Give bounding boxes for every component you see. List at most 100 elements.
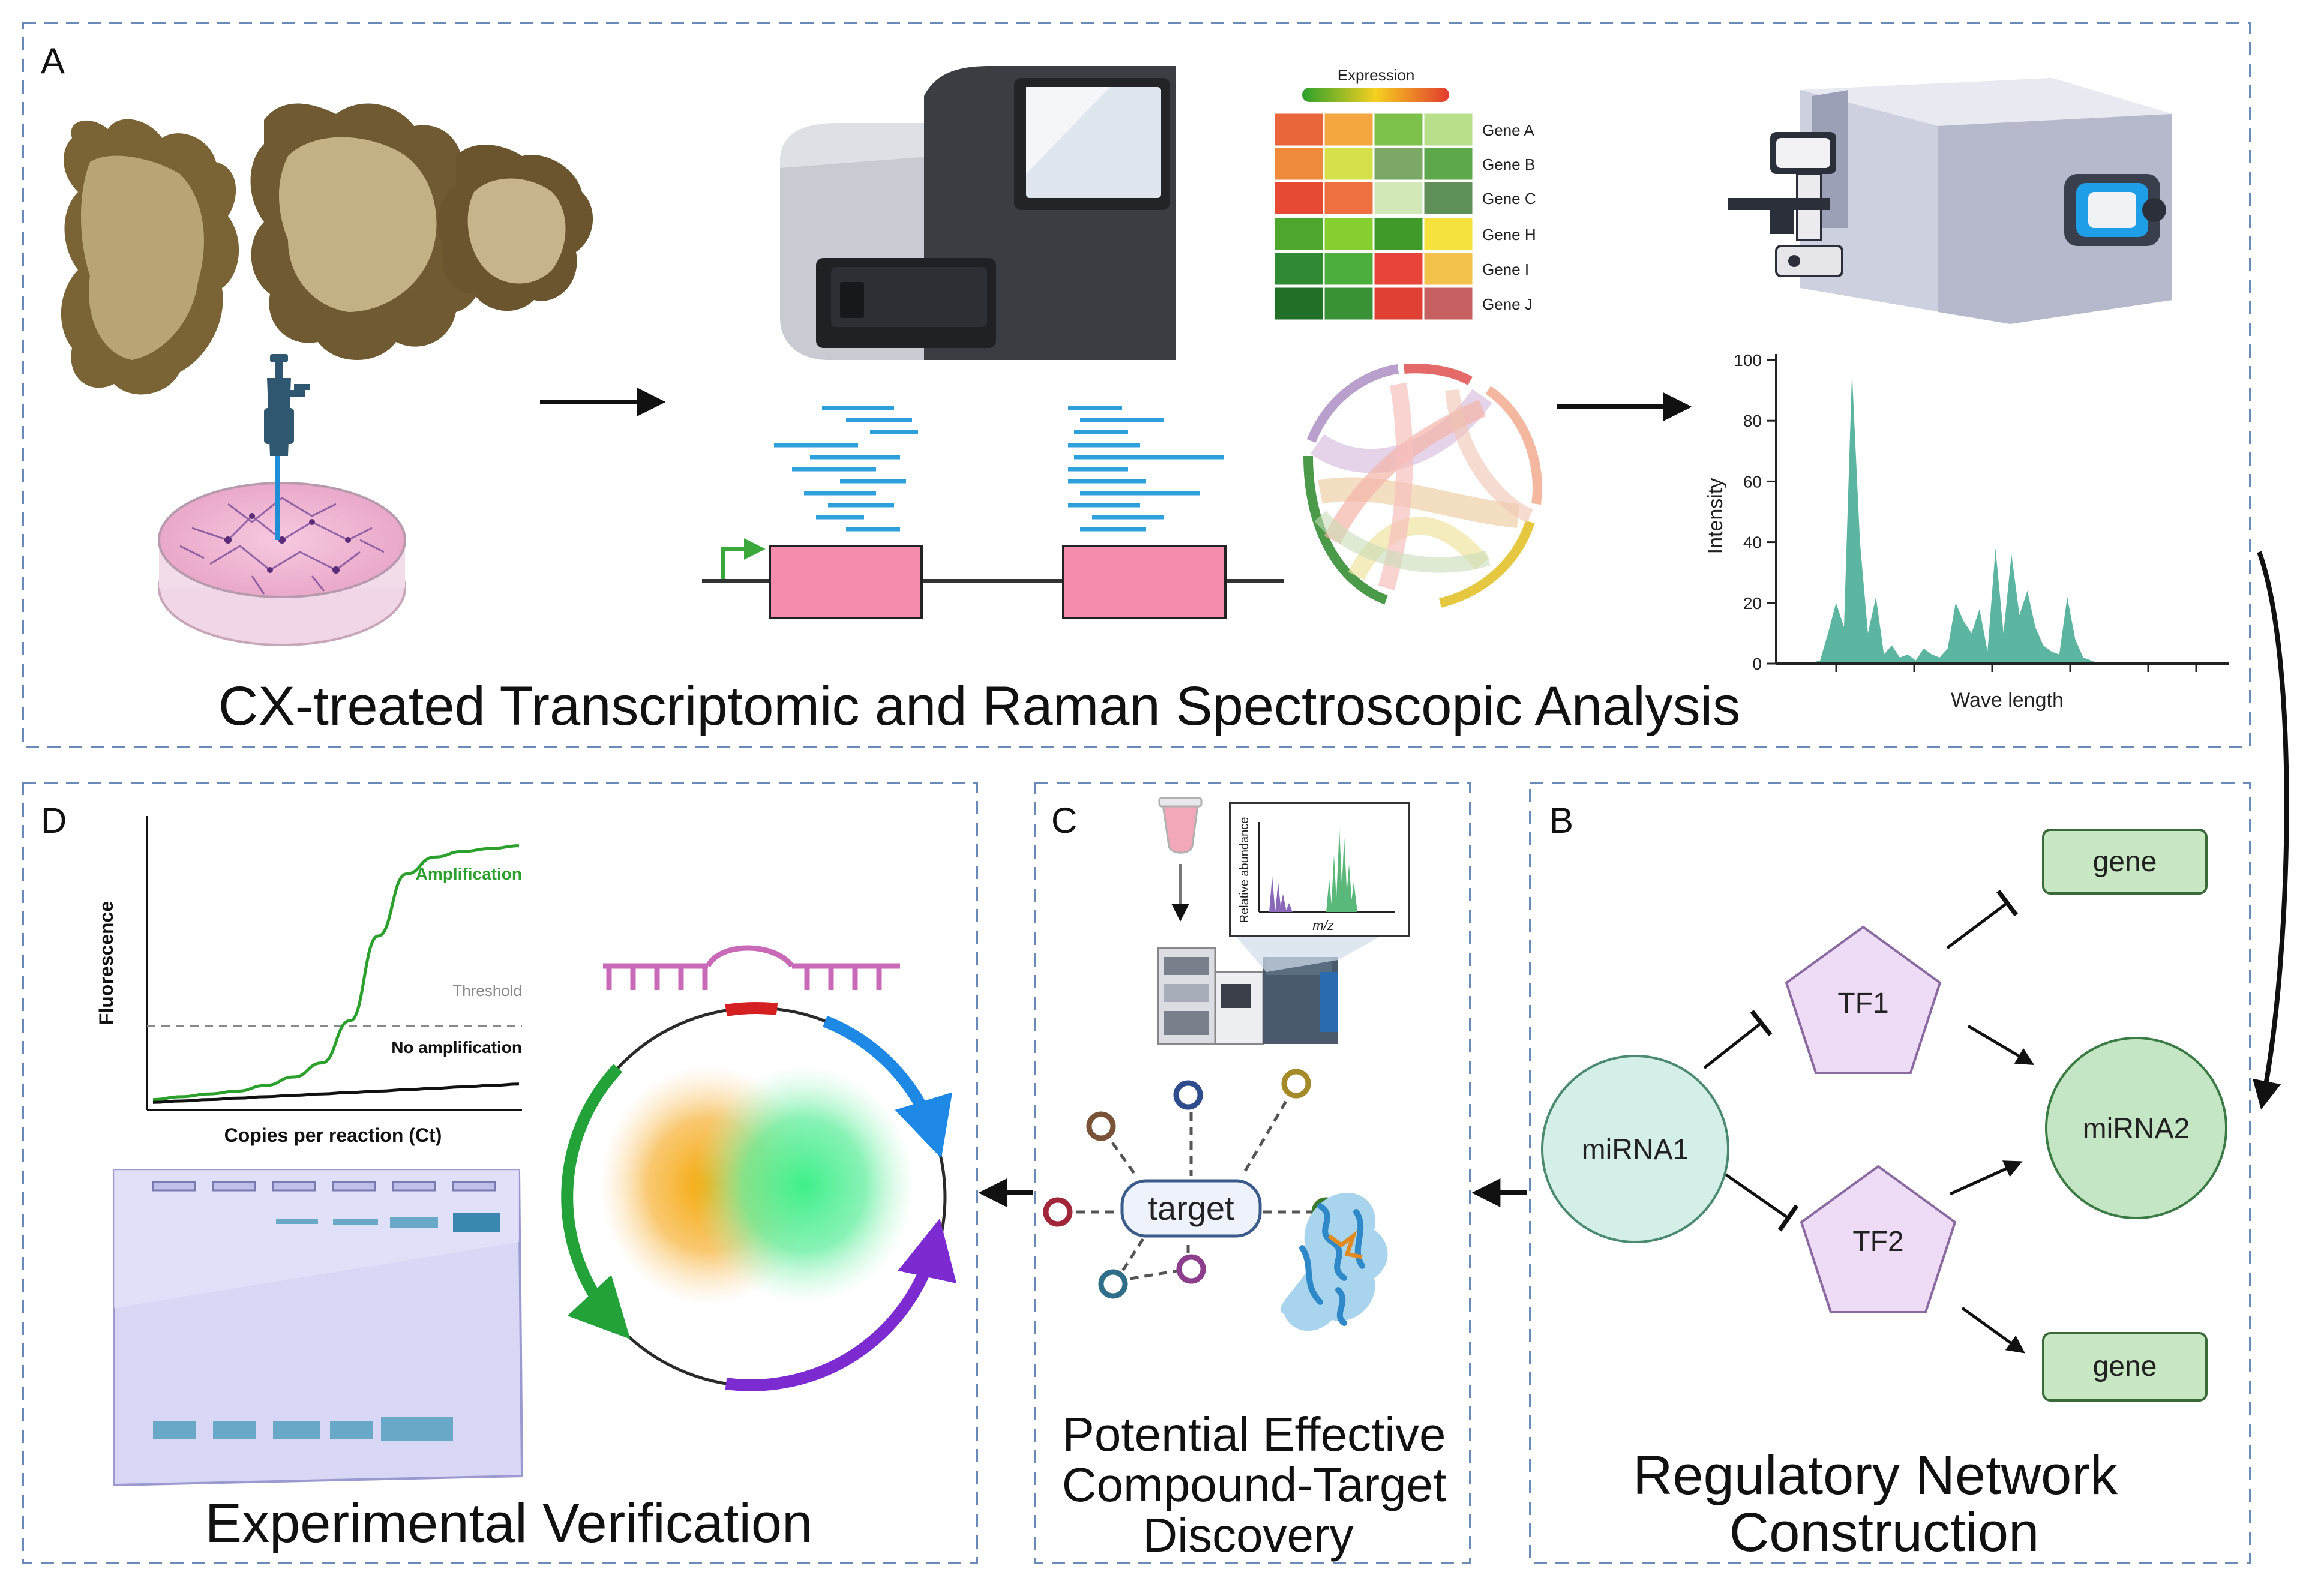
heatmap-cell [1422, 180, 1474, 216]
raman-y-tick-label: 60 [1743, 472, 1762, 491]
tf2-node [1800, 1165, 1957, 1313]
raman-x-ticks [1835, 664, 2197, 672]
sequencing-reads-group-1 [774, 406, 918, 532]
tf2-label: TF2 [1852, 1226, 1903, 1258]
heatmap-gene-label: Gene C [1482, 190, 1536, 208]
qpcr-x-label: Copies per reaction (Ct) [224, 1124, 442, 1146]
heatmap-cell [1323, 180, 1375, 216]
panel-d-border [22, 782, 978, 1564]
plasmid-green-segment [561, 1064, 631, 1339]
compound-node-olive [1281, 1069, 1311, 1099]
raman-x-label: Wave length [1951, 689, 2064, 712]
heatmap-cell [1372, 251, 1425, 287]
gene-top-label: gene [2093, 846, 2157, 878]
raman-y-tick-label: 100 [1734, 351, 1762, 370]
plasmid-purple-segment [725, 1218, 957, 1391]
heatmap-legend-bar [1302, 88, 1449, 102]
heatmap-cell [1323, 286, 1375, 322]
gene-node-bottom [2042, 1332, 2208, 1402]
edge-tf2-mirna2 [1949, 1160, 2023, 1196]
compound-target-network: target [1043, 1069, 1341, 1299]
heatmap-cell [1422, 216, 1474, 252]
heatmap-cell [1323, 112, 1375, 148]
protein-structure-image [1280, 1193, 1388, 1331]
panel-b-title-line1: Regulatory Network [1633, 1445, 2118, 1506]
sequencer-machine-image [780, 66, 1176, 360]
flow-arrow-a-to-b [2252, 551, 2289, 1110]
gene-node-top [2042, 829, 2208, 895]
panel-a-title: CX-treated Transcriptomic and Raman Spec… [218, 676, 1740, 737]
heatmap-cell [1273, 180, 1325, 216]
heatmap-cell [1422, 286, 1474, 322]
primer-plasmid-image [561, 945, 957, 1391]
heatmap-cell [1372, 286, 1425, 322]
tf1-node [1785, 925, 1942, 1074]
heatmap-cell [1372, 180, 1425, 216]
heatmap-cell [1372, 216, 1425, 252]
qpcr-no-amplification-curve [152, 1082, 520, 1104]
qpcr-amplification-label: Amplification [416, 865, 522, 883]
heatmap-gene-label: Gene H [1482, 226, 1536, 244]
mirna1-label: miRNA1 [1582, 1134, 1689, 1166]
heatmap-gene-label: Gene A [1482, 121, 1534, 139]
compound-node-navy [1173, 1080, 1203, 1110]
heatmap-cell [1273, 286, 1325, 322]
heatmap-cell [1273, 112, 1325, 148]
panel-b-letter: B [1549, 800, 1573, 841]
raman-spectrum-area [1788, 372, 2187, 664]
plasmid-blue-segment [823, 1015, 953, 1159]
edge-mirna1-tf2 [1718, 1168, 1799, 1232]
compound-node-brown [1086, 1111, 1116, 1141]
heatmap-cell [1422, 146, 1474, 182]
heatmap-cells [1273, 112, 1474, 322]
panel-c-title-line1: Potential Effective [1063, 1408, 1446, 1461]
heatmap-cell [1273, 216, 1325, 252]
heatmap-cell [1273, 146, 1325, 182]
heatmap-cell [1273, 251, 1325, 287]
compound-node-red [1043, 1197, 1073, 1227]
mass-spectrum-peaks-purple [1269, 876, 1293, 912]
edge-mirna1-tf1 [1703, 1010, 1773, 1069]
mass-spectrum-peaks-green [1326, 828, 1357, 912]
compound-node-teal [1098, 1269, 1128, 1299]
heatmap-legend-label: Expression [1338, 66, 1415, 84]
edge-tf1-gene [1946, 889, 2018, 949]
raman-y-label: Intensity [1704, 478, 1727, 554]
panel-c-title-line3: Discovery [1142, 1508, 1353, 1562]
heatmap-cell [1323, 216, 1375, 252]
gene-bottom-label: gene [2093, 1351, 2157, 1382]
exon-1 [769, 545, 923, 619]
tf1-label: TF1 [1837, 988, 1888, 1019]
panel-b-border [1529, 782, 2251, 1564]
fluorescence-green-blob [693, 1065, 915, 1305]
panel-a-letter: A [41, 41, 65, 81]
exon-2 [1062, 545, 1227, 619]
compound-node-purple [1176, 1254, 1206, 1284]
raman-y-tick-label: 80 [1743, 412, 1762, 430]
gene-model [702, 538, 1284, 619]
panel-d-letter: D [41, 800, 67, 841]
panel-c-title-line2: Compound-Target [1062, 1458, 1446, 1511]
target-hub [1120, 1179, 1262, 1238]
heatmap-gene-label: Gene I [1482, 260, 1529, 278]
heatmap-cell [1323, 146, 1375, 182]
heatmap-cell [1372, 146, 1425, 182]
raman-y-tick-label: 20 [1743, 594, 1762, 613]
edge-tf1-mirna2 [1967, 1024, 2035, 1066]
target-hub-label: target [1148, 1189, 1234, 1227]
panel-d-title: Experimental Verification [205, 1493, 813, 1554]
expression-heatmap: Expression Gene A Gene B Gene C Gene H Gene … [1273, 66, 1536, 322]
heatmap-cell [1422, 251, 1474, 287]
lcms-instrument-image [1157, 797, 1386, 1045]
qpcr-threshold-label: Threshold [452, 982, 522, 1000]
heatmap-gene-label: Gene B [1482, 155, 1535, 173]
heatmap-cell [1372, 112, 1425, 148]
panel-c-border [1034, 782, 1471, 1564]
herb-root-slices-image [61, 103, 593, 395]
panel-c-letter: C [1051, 800, 1077, 841]
mass-spectrum-y-label: Relative abundance [1238, 817, 1251, 923]
mirna1-node [1541, 1055, 1729, 1243]
